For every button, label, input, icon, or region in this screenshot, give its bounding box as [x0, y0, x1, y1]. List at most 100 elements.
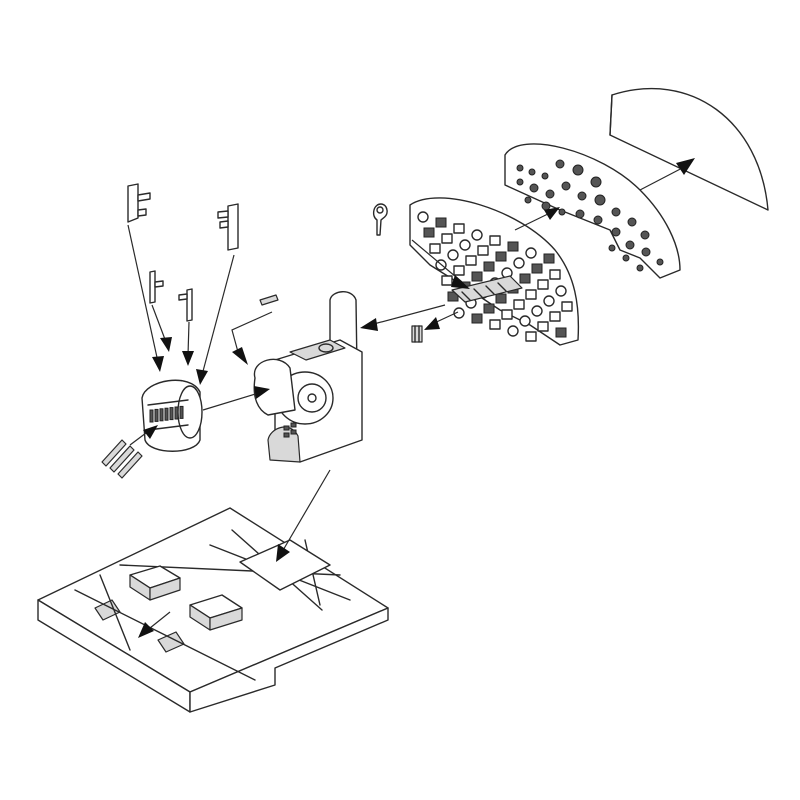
cockpit-floor [37, 507, 389, 713]
instrument-gauge [477, 245, 489, 256]
arrow-front-panel-to-rear [514, 207, 560, 231]
instrument-dial [611, 207, 621, 217]
instrument-gauge [513, 257, 525, 269]
arrow-panel-to-column [360, 304, 446, 331]
arrow-rod-to-column [231, 311, 273, 365]
arrow-to-floor-recess [138, 611, 171, 638]
instrument-gauge [537, 321, 549, 332]
instrument-gauge [507, 325, 519, 337]
drum-assembly [141, 379, 203, 452]
drum-slot [169, 407, 174, 421]
arrow-to-small-pin [424, 311, 459, 330]
instrument-dial [625, 240, 635, 250]
arrow-drum-to-column [202, 386, 270, 411]
instrument-gauge [513, 299, 525, 310]
rear-instrument-panel [504, 143, 681, 279]
instrument-gauge [471, 229, 483, 241]
instrument-gauge [447, 249, 459, 261]
instrument-dial [593, 215, 603, 225]
bracket-part-2 [217, 203, 239, 251]
instrument-gauge [543, 295, 555, 307]
instrument-gauge [495, 293, 507, 304]
instrument-gauge [489, 319, 501, 330]
instrument-gauge [471, 313, 483, 324]
instrument-gauge [453, 223, 465, 234]
instrument-gauge [441, 233, 453, 244]
instrument-gauge [561, 301, 573, 312]
instrument-dial [577, 191, 587, 201]
drum-slot-row [149, 405, 184, 423]
drum-slot [159, 408, 164, 422]
instrument-gauge [483, 303, 495, 314]
instrument-dial [611, 227, 621, 237]
stud-parts [101, 439, 143, 479]
instrument-gauge [531, 305, 543, 317]
instrument-gauge [519, 315, 531, 327]
arrow-studs-to-drum [129, 425, 158, 446]
instrument-dial [594, 194, 606, 206]
instrument-dial [555, 159, 565, 169]
bracket-part-1 [127, 183, 151, 223]
instrument-dial [524, 196, 532, 204]
instrument-gauge [525, 247, 537, 259]
instrument-dial [636, 264, 644, 272]
instrument-dial [608, 244, 616, 252]
instrument-gauge [429, 243, 441, 254]
arrow-to-fret [411, 239, 470, 289]
instrument-gauge [489, 235, 501, 246]
instrument-gauge [459, 239, 471, 251]
small-pin-part [411, 325, 423, 343]
instrument-gauge [417, 211, 429, 223]
instrument-gauge [519, 273, 531, 284]
instrument-gauge [471, 271, 483, 282]
instrument-dial [558, 208, 566, 216]
drum-slot [179, 405, 184, 419]
instrument-gauge [537, 279, 549, 290]
instrument-dial [516, 178, 524, 186]
instrument-dial [622, 254, 630, 262]
instrument-gauge [531, 263, 543, 274]
instrument-gauge [495, 251, 507, 262]
instrument-gauge [525, 331, 537, 342]
drum-slot [174, 406, 179, 420]
instrument-dial [528, 168, 536, 176]
instrument-dial [641, 247, 651, 257]
instrument-dial [541, 201, 551, 211]
instrument-gauge [483, 261, 495, 272]
photoetched-fret [451, 275, 523, 303]
instrument-gauge [453, 265, 465, 276]
drum-slot [164, 407, 169, 421]
instrument-dial [640, 230, 650, 240]
instrument-gauge [549, 311, 561, 322]
instrument-gauge [465, 255, 477, 266]
instrument-gauge [525, 289, 537, 300]
instrument-gauge [501, 309, 513, 320]
instrument-dial [545, 189, 555, 199]
instrument-gauge [555, 327, 567, 338]
drum-slot [154, 408, 159, 422]
arrow-column-to-floor [276, 469, 331, 562]
instrument-dial [656, 258, 664, 266]
instrument-dial [627, 217, 637, 227]
instrument-dial [572, 164, 584, 176]
arrows-brackets-to-drum [127, 224, 235, 385]
drum-slot [149, 409, 154, 423]
arrow-rear-panel-to-glass [639, 158, 695, 191]
instrument-dial-cluster [516, 159, 664, 272]
instrument-gauge [441, 275, 453, 286]
instrument-gauge [543, 253, 555, 264]
instrument-gauge [555, 285, 567, 297]
instrument-gauge [447, 291, 459, 302]
bracket-part-3 [149, 270, 164, 304]
gunsight-head [372, 203, 388, 236]
bracket-part-4 [178, 288, 193, 322]
instrument-dial [516, 164, 524, 172]
instrument-gauge [453, 307, 465, 319]
armored-glass-panel [609, 87, 769, 211]
rod-part [259, 294, 279, 306]
instrument-gauge [423, 227, 435, 238]
instrument-dial [541, 172, 549, 180]
instrument-dial [529, 183, 539, 193]
control-column-assembly [253, 291, 363, 463]
instrument-gauge [549, 269, 561, 280]
